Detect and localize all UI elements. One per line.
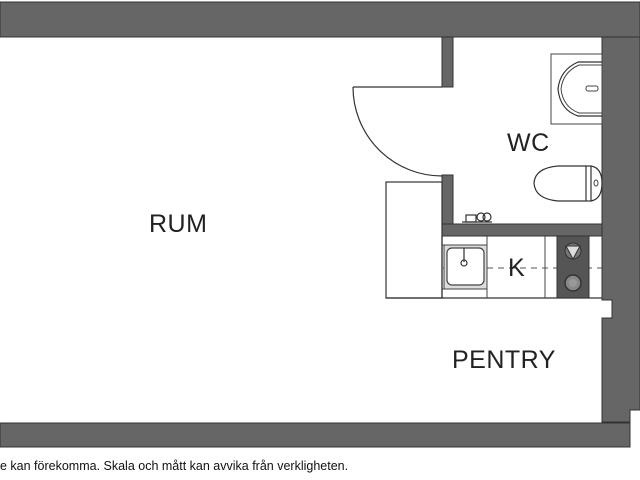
room-label-wc: WC <box>507 129 550 157</box>
bottom-wall <box>0 422 631 448</box>
room-label-kitchen: K <box>508 254 526 282</box>
room-label-pentry: PENTRY <box>452 346 556 374</box>
kitchen-sink <box>443 244 488 290</box>
door <box>352 86 443 177</box>
stove <box>556 235 590 299</box>
wc-wall-lower <box>441 174 454 226</box>
floor-drain <box>462 212 492 223</box>
top-wall <box>0 1 640 38</box>
washbasin <box>550 53 603 125</box>
toilet <box>533 165 603 202</box>
disclaimer-text: e kan förekomma. Skala och mått kan avvi… <box>0 459 349 473</box>
walls <box>0 1 640 448</box>
wardrobe <box>385 181 443 299</box>
right-wall <box>601 36 640 423</box>
wc-wall-bottom <box>441 223 603 237</box>
room-label-rum: RUM <box>149 210 208 238</box>
wc-wall-upper <box>441 36 454 88</box>
